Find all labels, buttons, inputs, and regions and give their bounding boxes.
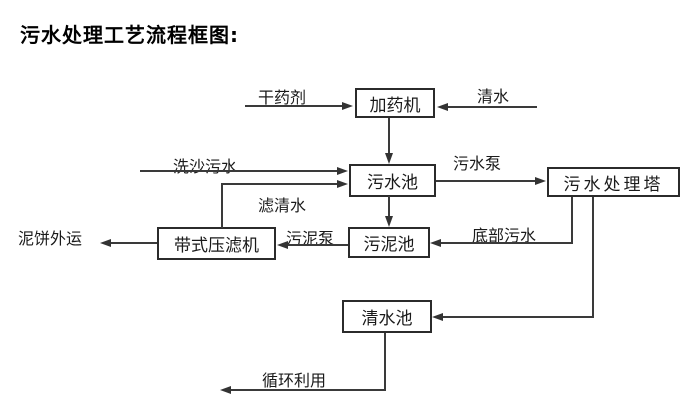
node-sewage-pool: 污水池 (349, 164, 436, 197)
node-dosing-machine-label: 加药机 (369, 95, 421, 116)
edge-dry-chemical-line (245, 105, 344, 107)
arrow-left-icon (430, 239, 441, 247)
flow-label-sand-washing-sewage: 洗沙污水 (173, 157, 238, 176)
node-belt-filter-press: 带式压滤机 (157, 227, 276, 260)
arrow-right-icon (337, 180, 348, 188)
arrow-down-icon (385, 216, 393, 227)
node-dosing-machine: 加药机 (355, 88, 435, 118)
edge-recycle-drop-line (384, 333, 386, 391)
edge-recycle-line (231, 389, 386, 391)
node-clean-water-pool: 清水池 (342, 300, 432, 333)
arrow-left-icon (100, 239, 111, 247)
arrow-right-icon (337, 167, 348, 175)
edge-sand-washing-line (140, 170, 338, 172)
edge-sewage-pump-line (436, 180, 536, 182)
arrow-left-icon (277, 241, 288, 249)
edge-tower-to-clean-line (443, 316, 594, 318)
flow-label-sludge-pump: 污泥泵 (286, 229, 335, 248)
edge-dosing-to-sewage-line (388, 118, 390, 154)
arrow-down-icon (385, 153, 393, 164)
edge-sludge-pump-line (288, 244, 348, 246)
node-belt-filter-press-label: 带式压滤机 (174, 236, 259, 256)
flow-label-clean-water: 清水 (477, 87, 510, 106)
arrow-right-icon (535, 177, 546, 185)
arrow-right-icon (342, 102, 353, 110)
diagram-title: 污水处理工艺流程框图: (20, 23, 239, 47)
flow-label-sewage-pump: 污水泵 (453, 154, 502, 173)
node-sludge-pool: 污泥池 (348, 227, 430, 258)
flow-label-recycling: 循环利用 (262, 371, 327, 390)
edge-filtered-water-riser-line (221, 183, 223, 228)
edge-bottom-sewage-line (441, 242, 573, 244)
edge-tower-to-clean-drop-line (592, 197, 594, 318)
node-treatment-tower-label: 污水处理塔 (563, 174, 664, 195)
node-sewage-pool-label: 污水池 (367, 173, 418, 193)
node-clean-water-pool-label: 清水池 (361, 309, 413, 329)
edge-filtered-water-line (222, 183, 338, 185)
flow-label-filtered-water: 滤清水 (258, 196, 307, 215)
flow-label-dry-chemical: 干药剂 (258, 88, 307, 107)
node-sludge-pool-label: 污泥池 (363, 235, 415, 255)
arrow-left-icon (220, 386, 231, 394)
edge-sewage-to-sludge-line (388, 196, 390, 217)
arrow-left-icon (437, 103, 448, 111)
edge-mud-cake-line (111, 242, 157, 244)
node-treatment-tower: 污水处理塔 (547, 167, 680, 197)
edge-clean-water-line (448, 106, 537, 108)
flow-label-mud-cake-outbound: 泥饼外运 (18, 229, 83, 248)
arrow-left-icon (432, 313, 443, 321)
edge-bottom-sewage-drop-line (571, 197, 573, 244)
flow-label-bottom-sewage: 底部污水 (472, 226, 537, 245)
